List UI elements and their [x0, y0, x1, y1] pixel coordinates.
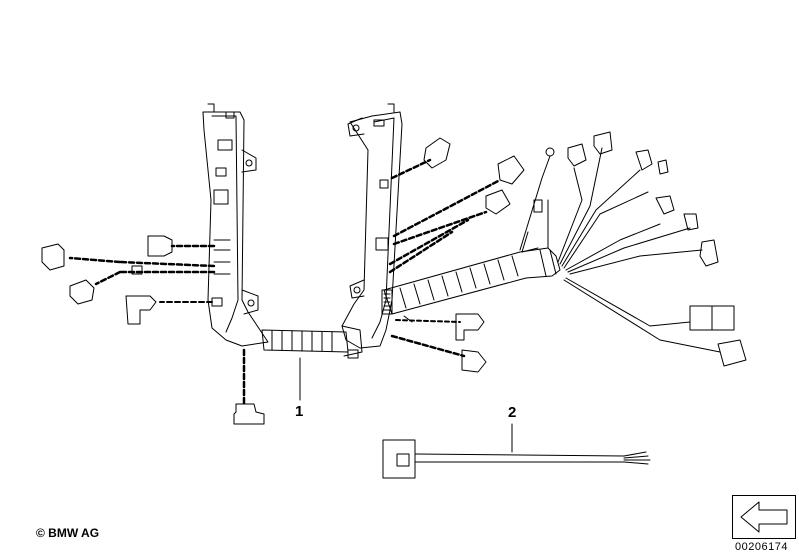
right-branch-wires [388, 158, 502, 358]
repair-cable [382, 439, 651, 479]
fanout-wires [519, 147, 721, 353]
harness-main-conduit [383, 231, 561, 315]
harness-bottom-conduit [261, 325, 363, 359]
harness-right-rail [341, 103, 403, 349]
previous-page-button[interactable] [732, 495, 796, 539]
right-connectors [423, 137, 543, 373]
harness-left-rail [202, 103, 269, 347]
arrow-left-icon [740, 501, 788, 533]
callout-number-2: 2 [508, 404, 517, 421]
fanout-connectors [567, 131, 747, 367]
left-connectors [41, 235, 265, 425]
document-number: 00206174 [735, 541, 788, 553]
copyright-text: © BMW AG [36, 526, 100, 540]
callout-number-1: 1 [295, 403, 304, 420]
left-branch-wires [68, 244, 246, 406]
